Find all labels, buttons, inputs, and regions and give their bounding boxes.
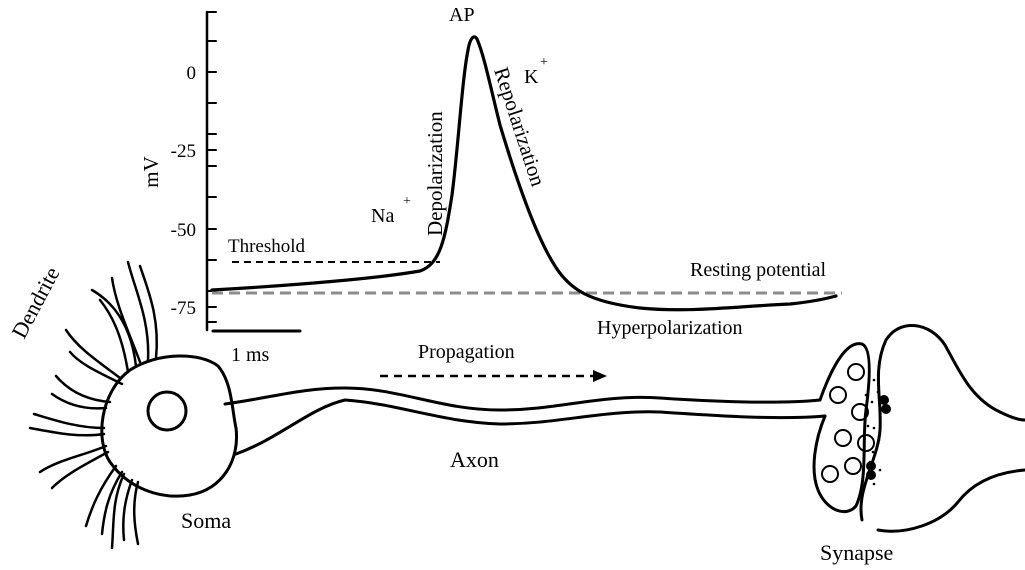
synaptic-vesicles [821, 363, 875, 483]
voltage-axis: 0 -25 -50 -75 mV [139, 10, 217, 332]
axon [223, 386, 827, 456]
svg-text:+: + [403, 194, 411, 209]
postsynaptic-membrane [859, 324, 1025, 522]
threshold-label: Threshold [228, 236, 306, 257]
y-tick-label-minus-75: -75 [171, 298, 196, 319]
postsynaptic-membrane-lower [876, 468, 1025, 533]
hyperpolarization-label: Hyperpolarization [597, 317, 743, 339]
presynaptic-terminal [812, 342, 871, 513]
dendrites [28, 260, 158, 550]
svg-text:K: K [524, 66, 539, 88]
propagation-arrow [380, 370, 607, 382]
y-tick-label-minus-25: -25 [171, 141, 196, 162]
repolarization-label: Repolarization [489, 64, 550, 189]
time-scale-bar: 1 ms [211, 329, 302, 366]
synapse-label: Synapse [820, 540, 893, 565]
ap-label: AP [449, 4, 475, 26]
y-axis-label: mV [139, 156, 163, 188]
axon-label: Axon [450, 447, 499, 472]
y-tick-label-0: 0 [187, 63, 197, 84]
potassium-label: K + [524, 55, 548, 88]
dendrite-label: Dendrite [6, 263, 64, 343]
y-tick-label-minus-50: -50 [171, 220, 196, 241]
sodium-label: Na + [371, 194, 411, 227]
propagation-label: Propagation [418, 341, 515, 363]
depolarization-label: Depolarization [423, 111, 447, 236]
scale-bar-label: 1 ms [231, 344, 270, 366]
svg-text:+: + [540, 55, 548, 70]
soma-label: Soma [181, 508, 231, 533]
soma-nucleus [146, 390, 188, 432]
soma-body [100, 354, 239, 498]
action-potential-trace [210, 35, 838, 312]
resting-potential-label: Resting potential [690, 259, 827, 281]
svg-text:Na: Na [371, 205, 394, 227]
